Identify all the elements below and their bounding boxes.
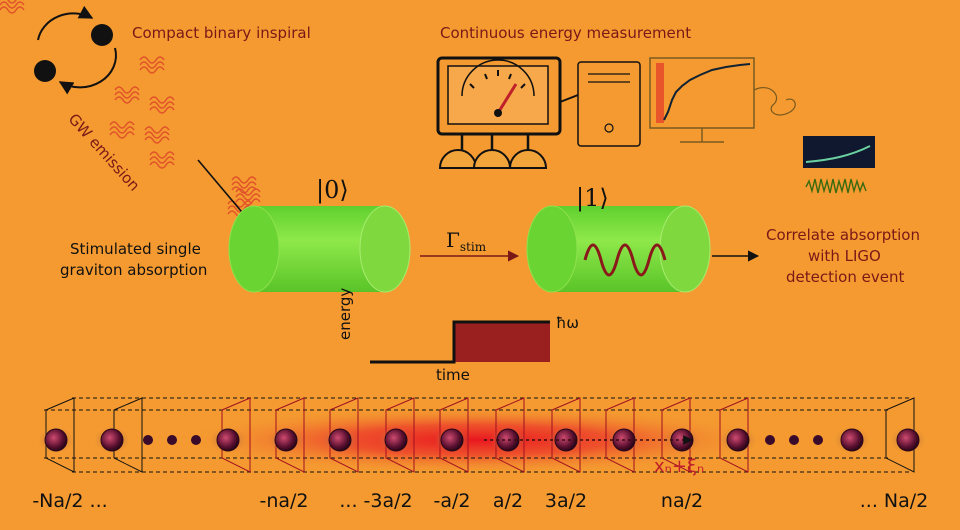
cylinder-ground-state bbox=[228, 205, 411, 293]
hbar-omega-label: ħω bbox=[556, 314, 579, 332]
atom bbox=[726, 428, 750, 452]
gamma-subscript: stim bbox=[459, 240, 487, 254]
energy-step-plot bbox=[370, 320, 550, 364]
atom bbox=[440, 428, 464, 452]
lattice-plane bbox=[719, 397, 749, 473]
pos-a2: a/2 bbox=[492, 490, 524, 512]
excited-state-label: |1⟩ bbox=[576, 184, 609, 212]
correlate-label-line3: detection event bbox=[786, 268, 905, 286]
cylinder-excited-state bbox=[526, 205, 711, 293]
lattice-plane bbox=[605, 397, 635, 473]
gamma-label: Γstim bbox=[446, 228, 486, 254]
pos-minus-Na2: -Na/2 ... bbox=[32, 490, 108, 512]
pos-minus-na2: -na/2 bbox=[259, 490, 309, 512]
lattice-plane bbox=[661, 397, 691, 473]
ellipsis-atom bbox=[143, 435, 153, 445]
atom bbox=[44, 428, 68, 452]
atom bbox=[216, 428, 240, 452]
lattice-plane bbox=[885, 397, 915, 473]
atom bbox=[896, 428, 920, 452]
ground-state-label: |0⟩ bbox=[316, 176, 349, 204]
lattice-box bbox=[44, 397, 912, 473]
correlate-label-line2: with LIGO bbox=[808, 247, 881, 265]
atom bbox=[384, 428, 408, 452]
binary-label: Compact binary inspiral bbox=[132, 24, 311, 42]
atom bbox=[840, 428, 864, 452]
ellipsis-atom bbox=[765, 435, 775, 445]
pos-minus-a2: -a/2 bbox=[433, 490, 471, 512]
binary-orbit-icon bbox=[34, 5, 117, 95]
ellipsis-atom bbox=[813, 435, 823, 445]
pos-na2: na/2 bbox=[660, 490, 704, 512]
ellipsis-atom bbox=[191, 435, 201, 445]
measurement-label: Continuous energy measurement bbox=[440, 24, 692, 42]
atom-chain bbox=[38, 427, 926, 453]
energy-axis-label: energy bbox=[336, 287, 354, 340]
gamma-symbol: Γ bbox=[446, 228, 460, 252]
ligo-signal-icon bbox=[803, 136, 875, 194]
atom bbox=[328, 428, 352, 452]
gw-wave-pattern bbox=[0, 0, 261, 218]
pos-Na2: ... Na/2 bbox=[859, 490, 929, 512]
pos-3a2: 3a/2 bbox=[544, 490, 588, 512]
monitor-gauge-icon bbox=[436, 56, 579, 169]
detector-plot-icon bbox=[649, 57, 796, 143]
pos-minus-3a2: ... -3a/2 bbox=[339, 490, 413, 512]
correlate-label-line1: Correlate absorption bbox=[766, 226, 920, 244]
ellipsis-atom bbox=[789, 435, 799, 445]
absorption-label-line1: Stimulated single bbox=[70, 240, 201, 258]
laser-beam bbox=[176, 406, 776, 474]
atom bbox=[274, 428, 298, 452]
displacement-label: xₙ+ξₙ bbox=[654, 456, 705, 477]
ellipsis-atom bbox=[167, 435, 177, 445]
time-axis-label: time bbox=[436, 366, 470, 384]
phonon-wave bbox=[583, 243, 667, 277]
computer-tower-icon bbox=[577, 61, 641, 147]
absorption-label-line2: graviton absorption bbox=[60, 261, 208, 279]
atom bbox=[100, 428, 124, 452]
